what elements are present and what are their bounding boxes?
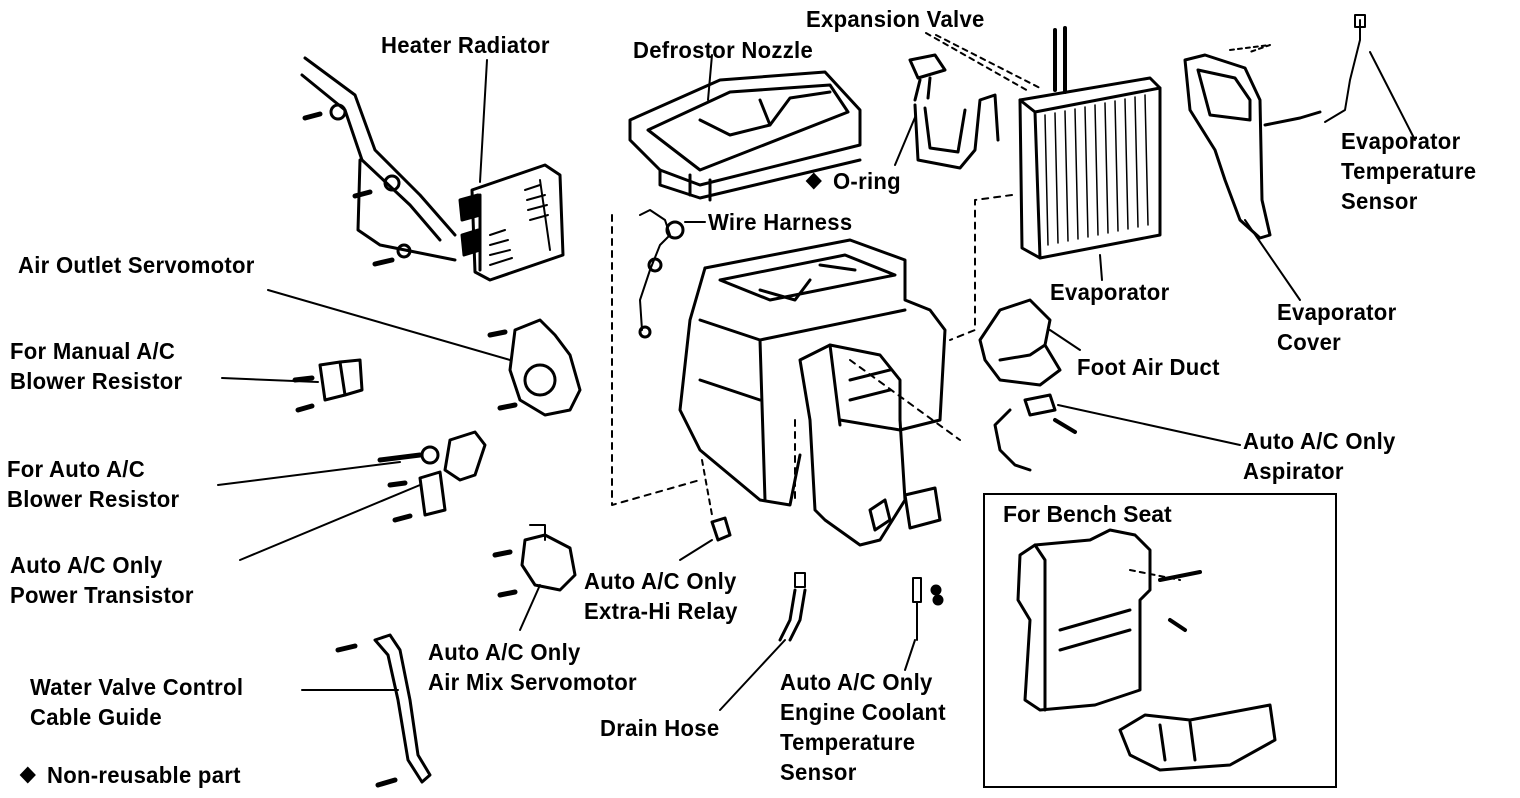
evaporator-cover-part — [1183, 14, 1366, 240]
foot-air-duct-leader — [1049, 329, 1081, 351]
label-manual-blower-resistor: For Manual A/C Blower Resistor — [10, 338, 183, 394]
wire-harness-part — [638, 209, 685, 339]
label-evaporator-temperature-sensor: Evaporator Temperature Sensor — [1341, 128, 1477, 214]
defrostor-nozzle-leader — [707, 54, 713, 101]
label-defrostor-nozzle: Defrostor Nozzle — [633, 37, 814, 63]
evaporator-guide-line — [949, 194, 1013, 341]
label-evaporator-cover: Evaporator Cover — [1277, 299, 1397, 355]
label-evaporator: Evaporator — [1050, 279, 1170, 305]
extra-hi-relay-part — [701, 459, 732, 542]
legend-non-reusable: Non-reusable part — [19, 760, 241, 790]
heater-unit-housing — [678, 238, 961, 547]
power-transistor-leader — [239, 484, 421, 561]
bench-seat-inset: For Bench Seat — [983, 493, 1337, 788]
auto-blower-resistor-part — [377, 430, 487, 482]
label-extra-hi-relay: Auto A/C Only Extra-Hi Relay — [584, 568, 738, 624]
label-air-mix-servomotor: Auto A/C Only Air Mix Servomotor — [428, 639, 637, 695]
engine-coolant-sensor-part — [912, 577, 944, 641]
bench-seat-unit-part — [1016, 528, 1277, 772]
label-auto-blower-resistor: For Auto A/C Blower Resistor — [7, 456, 180, 512]
drain-hose-leader — [719, 639, 786, 711]
evaporator-leader — [1099, 254, 1103, 281]
cable-guide-part — [335, 633, 432, 788]
expansion-valve-part — [908, 26, 1067, 170]
aspirator-leader — [1057, 404, 1241, 446]
evaporator-cover-leader — [1244, 219, 1301, 301]
air-mix-servomotor-leader — [519, 584, 541, 631]
power-transistor-part — [387, 470, 447, 523]
label-heater-radiator: Heater Radiator — [381, 32, 550, 58]
label-air-outlet-servomotor: Air Outlet Servomotor — [18, 252, 255, 278]
label-expansion-valve: Expansion Valve — [806, 6, 985, 32]
engine-coolant-sensor-leader — [904, 639, 916, 671]
label-water-valve-cable-guide: Water Valve Control Cable Guide — [30, 674, 244, 730]
label-power-transistor: Auto A/C Only Power Transistor — [10, 552, 194, 608]
manual-blower-resistor-leader — [221, 377, 319, 383]
extra-hi-relay-leader — [679, 539, 713, 561]
non-reusable-diamond-icon — [805, 172, 822, 190]
heater-radiator-leader — [479, 59, 488, 183]
heater-radiator-part — [300, 56, 565, 282]
label-foot-air-duct: Foot Air Duct — [1077, 354, 1220, 380]
air-mix-servomotor-part — [492, 524, 577, 598]
aspirator-part — [993, 393, 1077, 472]
foot-air-duct-part — [978, 298, 1062, 387]
harness-guide-line — [611, 214, 701, 506]
manual-blower-resistor-part — [292, 358, 364, 413]
label-drain-hose: Drain Hose — [600, 715, 720, 741]
evaporator-temp-sensor-leader — [1369, 51, 1416, 141]
o-ring-leader — [894, 114, 917, 166]
diamond-icon — [19, 766, 36, 784]
evaporator-part — [1018, 76, 1162, 260]
bench-seat-title: For Bench Seat — [1003, 501, 1172, 527]
auto-blower-resistor-leader — [217, 461, 401, 486]
label-aspirator: Auto A/C Only Aspirator — [1243, 428, 1396, 484]
drain-hose-part — [778, 572, 807, 642]
label-engine-coolant-temperature-sensor: Auto A/C Only Engine Coolant Temperature… — [780, 669, 946, 785]
air-outlet-servomotor-part — [487, 318, 582, 417]
air-outlet-servomotor-leader — [267, 289, 511, 361]
label-wire-harness: Wire Harness — [708, 209, 853, 235]
legend-text: Non-reusable part — [46, 762, 241, 788]
label-o-ring: O-ring — [805, 166, 901, 196]
defrostor-nozzle-part — [628, 70, 862, 202]
